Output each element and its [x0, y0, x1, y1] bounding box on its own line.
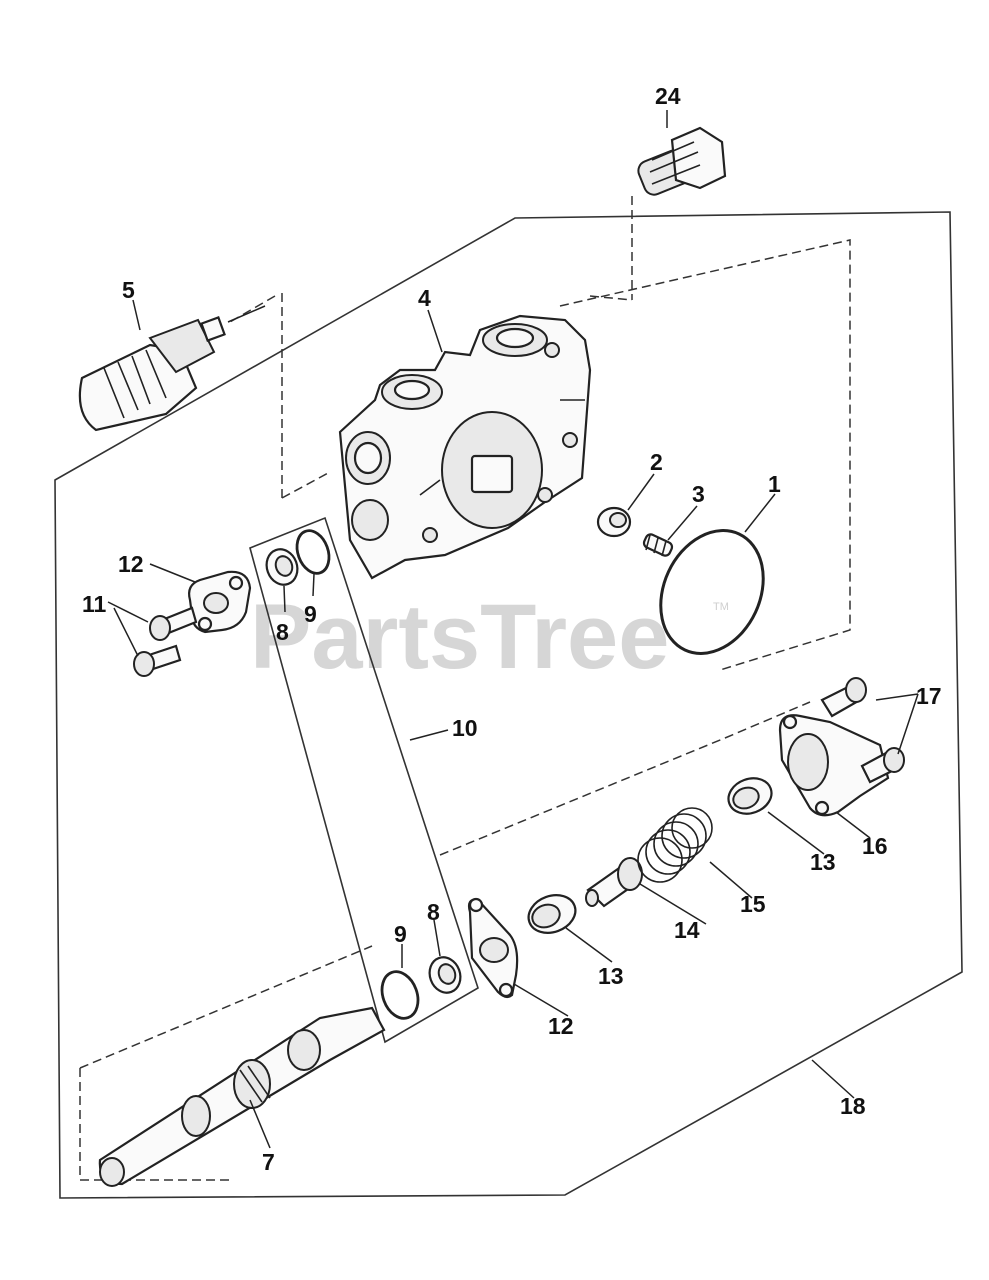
- cap-screws-17: [820, 677, 905, 784]
- leader-lines: [107, 110, 919, 1149]
- callout-24: 24: [655, 83, 681, 109]
- callout-7: 7: [262, 1149, 275, 1175]
- callout-4: 4: [418, 285, 431, 311]
- spool-7: [98, 1006, 386, 1187]
- callout-16: 16: [862, 833, 888, 859]
- plug-fitting-24: [637, 126, 727, 196]
- flange-plate-12-lower: [467, 897, 519, 999]
- callout-13-upper: 13: [810, 849, 836, 875]
- set-screw-3: [642, 533, 674, 557]
- spring-seat-13-upper: [727, 777, 773, 815]
- valve-body-dashed-boundary: [229, 196, 851, 671]
- callout-14: 14: [674, 917, 700, 943]
- callout-1: 1: [768, 471, 781, 497]
- callout-12-upper: 12: [118, 551, 144, 577]
- oring-1: [659, 529, 765, 655]
- valve-body-4: [338, 314, 592, 580]
- callout-3: 3: [692, 481, 705, 507]
- spring-seat-13-lower: [527, 894, 577, 934]
- callout-5: 5: [122, 277, 135, 303]
- callout-2: 2: [650, 449, 663, 475]
- callout-15: 15: [740, 891, 766, 917]
- plug-2: [596, 506, 632, 538]
- callout-8-lower: 8: [427, 899, 440, 925]
- callout-9-upper: 9: [304, 601, 317, 627]
- callout-18: 18: [840, 1093, 866, 1119]
- callout-12-lower: 12: [548, 1013, 574, 1039]
- end-cap-16: [778, 714, 890, 817]
- callout-labels: 24 5 4 2 3 1 12 11 8 9 10 17 13 16 15 14…: [82, 83, 942, 1175]
- callout-10: 10: [452, 715, 478, 741]
- flange-plate-12-upper: [188, 570, 252, 634]
- watermark-trademark: TM: [713, 601, 729, 613]
- callout-11: 11: [82, 591, 107, 617]
- callout-17: 17: [916, 683, 942, 709]
- callout-13-lower: 13: [598, 963, 624, 989]
- spool-dashed-boundary: [79, 701, 811, 1181]
- gasket-plate-10: [249, 516, 479, 1044]
- assembly-frame-18: [54, 211, 963, 1199]
- retainer-bolt-14: [585, 857, 643, 908]
- callout-8-upper: 8: [276, 619, 289, 645]
- bolts-11: [133, 606, 198, 677]
- spring-15: [637, 807, 713, 883]
- seal-8-lower: [428, 956, 462, 994]
- callout-9-lower: 9: [394, 921, 407, 947]
- oring-9-lower: [380, 970, 420, 1020]
- partstree-watermark: PartsTree: [250, 586, 669, 688]
- oring-9-upper: [295, 529, 331, 575]
- seal-8-upper: [265, 548, 299, 586]
- relief-cartridge-5: [78, 305, 266, 432]
